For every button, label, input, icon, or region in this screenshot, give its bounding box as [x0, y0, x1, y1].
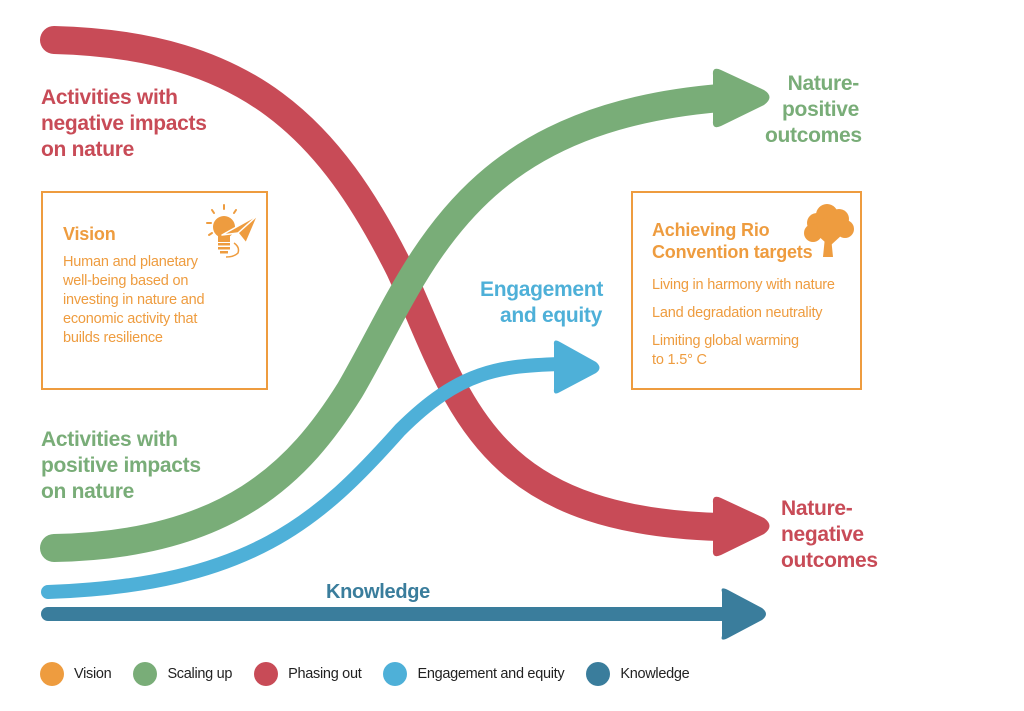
legend-item-engagement: Engagement and equity — [383, 662, 565, 686]
legend-label: Phasing out — [288, 666, 362, 682]
rio-targets-box: Achieving Rio Convention targets Living … — [631, 191, 862, 390]
legend-item-knowledge: Knowledge — [586, 662, 690, 686]
phasing-out-arrow — [40, 26, 770, 557]
legend-label: Knowledge — [620, 666, 690, 682]
legend-dot-engagement — [383, 662, 408, 686]
label-line: on nature — [41, 480, 134, 503]
vision-text-line: well-being based on — [63, 273, 189, 289]
negative-activities-label: Activities with negative impacts on natu… — [41, 85, 207, 163]
legend-dot-phasing-out — [254, 662, 279, 686]
legend-dot-vision — [40, 662, 64, 686]
legend-item-vision: Vision — [40, 662, 112, 686]
label-line: positive — [782, 98, 859, 121]
vision-text-line: builds resilience — [63, 330, 163, 346]
legend: Vision Scaling up Phasing out Engagement… — [40, 662, 711, 686]
label-line: Knowledge — [326, 581, 430, 603]
target-item: to 1.5° C — [652, 352, 707, 368]
nature-negative-label: Nature- negative outcomes — [781, 496, 881, 574]
knowledge-arrow — [41, 588, 766, 640]
target-item: Living in harmony with nature — [652, 277, 835, 293]
label-line: Activities with — [41, 86, 178, 109]
label-line: on nature — [41, 138, 134, 161]
legend-item-scaling-up: Scaling up — [133, 662, 232, 686]
targets-title-line: Achieving Rio — [652, 220, 770, 240]
legend-label: Vision — [74, 666, 112, 682]
targets-title-line: Convention targets — [652, 242, 813, 262]
nature-positive-label: Nature- positive outcomes — [765, 71, 862, 149]
knowledge-label: Knowledge — [326, 579, 430, 605]
legend-dot-scaling-up — [133, 662, 158, 686]
vision-title: Vision — [63, 224, 116, 244]
positive-activities-label: Activities with positive impacts on natu… — [41, 427, 201, 505]
target-item: Land degradation neutrality — [652, 305, 823, 321]
engagement-label: Engagement and equity — [480, 277, 604, 329]
targets-title: Achieving Rio Convention targets — [652, 219, 860, 263]
targets-list: Living in harmony with nature Land degra… — [652, 276, 860, 370]
legend-label: Engagement and equity — [417, 666, 565, 682]
vision-box: Vision Human and planetary well-being ba… — [41, 191, 268, 390]
engagement-arrow — [41, 340, 600, 599]
scaling-up-arrow — [40, 68, 770, 562]
tree-icon — [804, 204, 854, 257]
label-line: Activities with — [41, 428, 178, 451]
label-line: Nature- — [781, 497, 853, 520]
label-line: negative impacts — [41, 112, 207, 135]
vision-text-line: Human and planetary — [63, 254, 198, 270]
label-line: positive impacts — [41, 454, 201, 477]
vision-text-line: investing in nature and — [63, 292, 205, 308]
vision-text: Human and planetary well-being based on … — [63, 253, 266, 348]
target-item: Limiting global warming — [652, 333, 799, 349]
label-line: outcomes — [781, 549, 878, 572]
label-line: outcomes — [765, 124, 862, 147]
vision-text-line: economic activity that — [63, 311, 198, 327]
legend-label: Scaling up — [167, 666, 233, 682]
lightbulb-paper-plane-icon — [206, 204, 259, 258]
legend-dot-knowledge — [586, 662, 611, 686]
legend-item-phasing-out: Phasing out — [254, 662, 362, 686]
label-line: Nature- — [787, 72, 860, 95]
label-line: and equity — [499, 304, 602, 327]
label-line: negative — [781, 523, 864, 546]
label-line: Engagement — [480, 278, 604, 301]
